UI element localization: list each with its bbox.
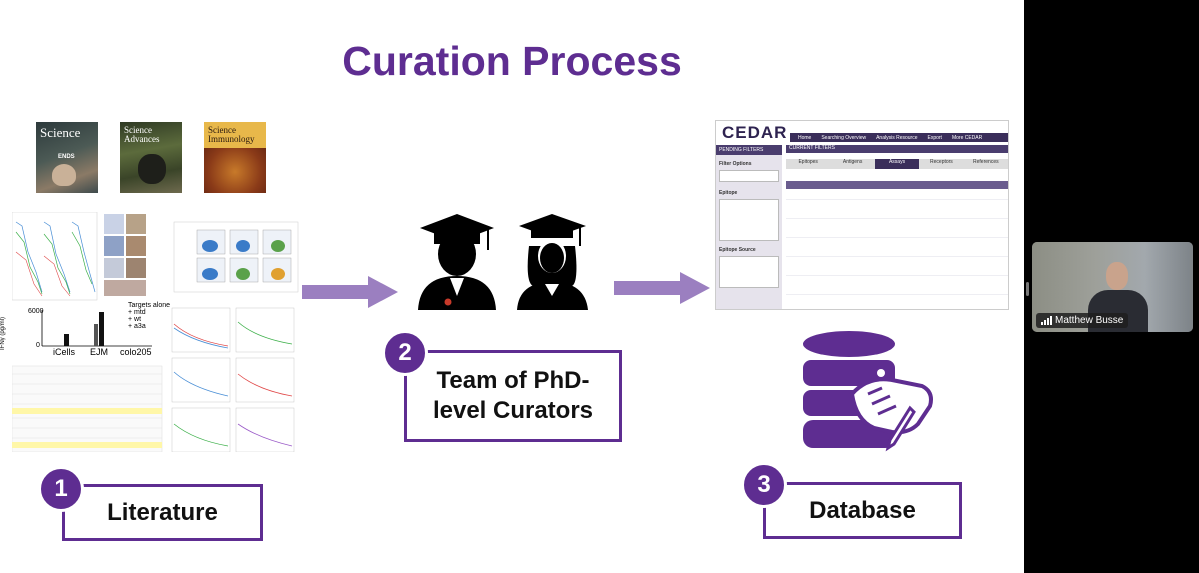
bar-chart-legend-2: + wt: [128, 316, 142, 323]
bar-chart-ytick-0: 6000: [28, 308, 44, 315]
slide-title: Curation Process: [342, 38, 682, 84]
step-3-badge: 3: [741, 462, 787, 508]
bar-chart-legend-0: Targets alone: [128, 302, 171, 309]
flow-cytometry-panels: [173, 221, 299, 293]
cedar-filter-panel: PENDING FILTERS Filter Options Epitope E…: [716, 145, 782, 309]
participant-video-tile[interactable]: Matthew Busse: [1032, 242, 1193, 332]
journal-cover-science-immunology: Science Immunology: [204, 122, 266, 193]
graduate-male-icon: [418, 214, 496, 310]
bar-chart-category-1: EJM: [90, 347, 108, 357]
journal-cover-science: Science ENDS: [36, 122, 98, 193]
bar-chart-category-0: iCells: [53, 347, 76, 357]
bar-chart-category-2: colo205: [120, 347, 152, 357]
cedar-database-screenshot: CEDAR Home Searching Overview Analysis R…: [715, 120, 1009, 310]
ifn-bar-chart: [41, 310, 152, 347]
step-1-badge: 1: [38, 466, 84, 512]
step-2-badge: 2: [382, 330, 428, 376]
journal-cover-science-advances: Science Advances: [120, 122, 182, 193]
literature-table: [12, 365, 163, 452]
cedar-navbar: Home Searching Overview Analysis Resourc…: [790, 133, 1008, 142]
step-1-literature-box: Literature: [62, 484, 263, 541]
step-2-label-line1: Team of PhD-: [436, 367, 590, 394]
participant-name-tag: Matthew Busse: [1036, 313, 1129, 328]
graduate-female-icon: [517, 214, 588, 310]
cedar-tabs: Epitopes Antigens Assays Receptors Refer…: [786, 159, 1008, 169]
hand-pen-icon: [849, 377, 933, 452]
bar-chart-legend-3: + a3a: [128, 323, 146, 330]
histology-panels: [104, 214, 146, 296]
sidebar-resize-handle[interactable]: [1026, 282, 1029, 296]
cedar-current-filters: CURRENT FILTERS: [786, 145, 1008, 153]
participant-head: [1106, 262, 1128, 290]
presentation-slide: Curation Process Science ENDS Science Ad…: [0, 0, 1024, 573]
arrow-right-icon: [614, 272, 710, 304]
step-3-label: Database: [809, 496, 916, 524]
arrow-right-icon: [302, 276, 398, 308]
step-3-database-box: Database: [763, 482, 962, 539]
step-2-curators-box: Team of PhD- level Curators: [404, 350, 622, 442]
literature-figure-collage: [12, 212, 299, 452]
participant-name: Matthew Busse: [1055, 315, 1124, 326]
small-line-plots: [171, 307, 295, 452]
bar-chart-ytick-3: 0: [36, 342, 40, 349]
line-plot-grid: [12, 212, 98, 301]
bar-chart-ylabel: IFNγ (pg/ml): [0, 317, 6, 350]
video-sidebar: Matthew Busse: [1024, 0, 1199, 573]
step-2-label-line2: level Curators: [432, 397, 594, 424]
cedar-logo: CEDAR: [722, 123, 788, 142]
bar-chart-legend-1: + mtd: [128, 309, 146, 316]
signal-bars-icon: [1041, 316, 1052, 325]
step-1-label: Literature: [107, 498, 218, 526]
cedar-results-table: [786, 181, 1008, 309]
